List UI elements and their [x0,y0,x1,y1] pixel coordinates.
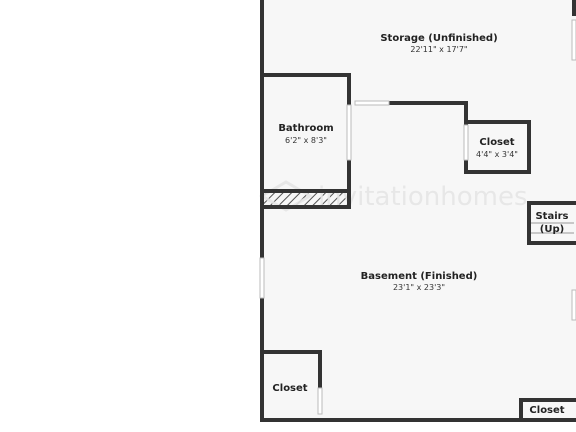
window-left [259,257,265,299]
bathroom-room-dims: 6'2" x 8'3" [285,136,327,145]
closet-lower-right-name: Closet [529,405,564,416]
openings [259,19,576,415]
watermark-brand-text: invitationhomes [318,182,528,212]
stairs-label-line1: Stairs [535,211,568,222]
stairs-treads [531,222,574,234]
closet-upper-name: Closet [479,137,514,148]
storage-room-dims: 22'11" x 17'7" [410,45,467,54]
window-right-top [571,19,576,61]
window-bathroom [346,104,352,161]
closet-lower-left-name: Closet [272,383,307,394]
window-closet-left [317,387,323,415]
basement-room-dims: 23'1" x 23'3" [393,283,445,292]
walls [260,0,576,422]
basement-room-name: Basement (Finished) [361,271,478,282]
stairs-label-line2: (Up) [540,224,564,235]
window-right-mid [571,289,576,321]
window-storage-top [354,100,390,106]
window-closet-upper [463,124,469,161]
bathroom-room-name: Bathroom [278,123,333,134]
storage-room-name: Storage (Unfinished) [380,33,497,44]
closet-upper-dims: 4'4" x 3'4" [476,150,518,159]
